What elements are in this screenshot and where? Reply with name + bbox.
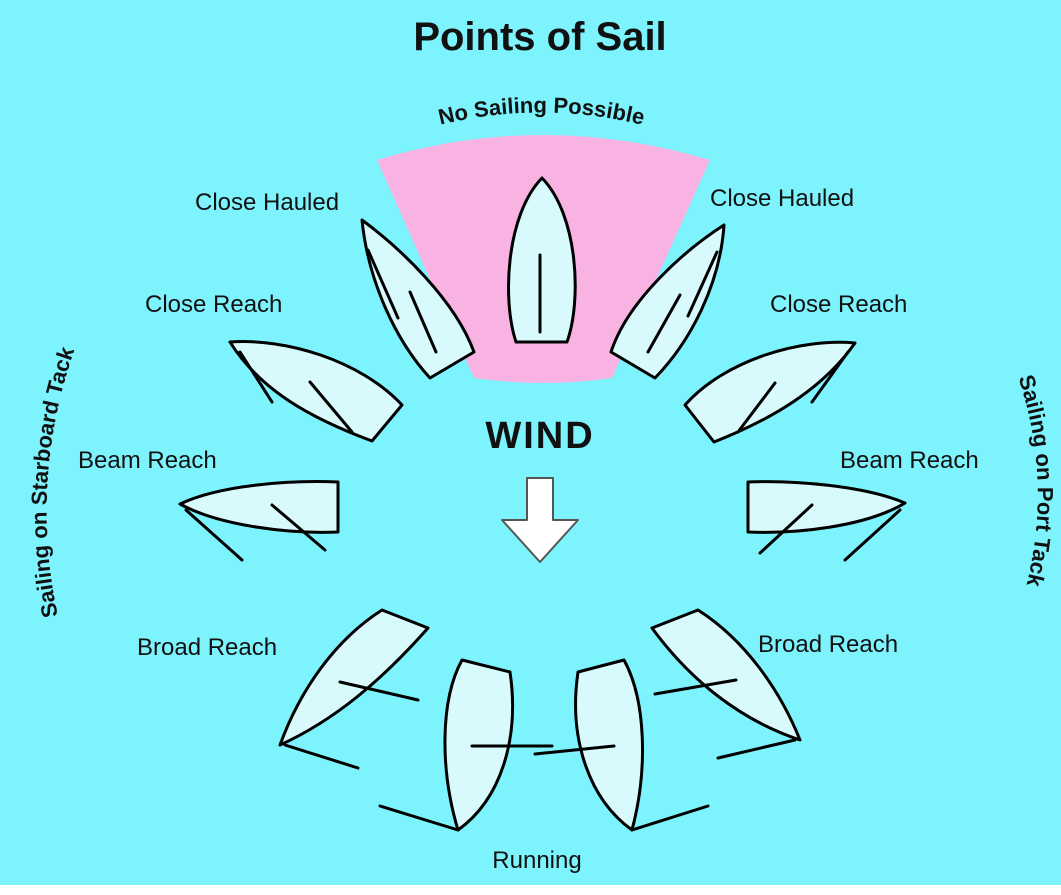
label-beam-reach-right: Beam Reach bbox=[840, 447, 979, 474]
label-broad-reach-left: Broad Reach bbox=[137, 634, 277, 661]
bottom-border bbox=[0, 885, 1061, 895]
wind-label: WIND bbox=[485, 415, 594, 457]
diagram-title: Points of Sail bbox=[413, 15, 666, 59]
label-close-reach-left: Close Reach bbox=[145, 291, 282, 318]
label-running: Running bbox=[492, 847, 581, 874]
label-close-hauled-left: Close Hauled bbox=[195, 189, 339, 216]
label-beam-reach-left: Beam Reach bbox=[78, 447, 217, 474]
label-broad-reach-right: Broad Reach bbox=[758, 631, 898, 658]
label-close-hauled-right: Close Hauled bbox=[710, 185, 854, 212]
label-close-reach-right: Close Reach bbox=[770, 291, 907, 318]
